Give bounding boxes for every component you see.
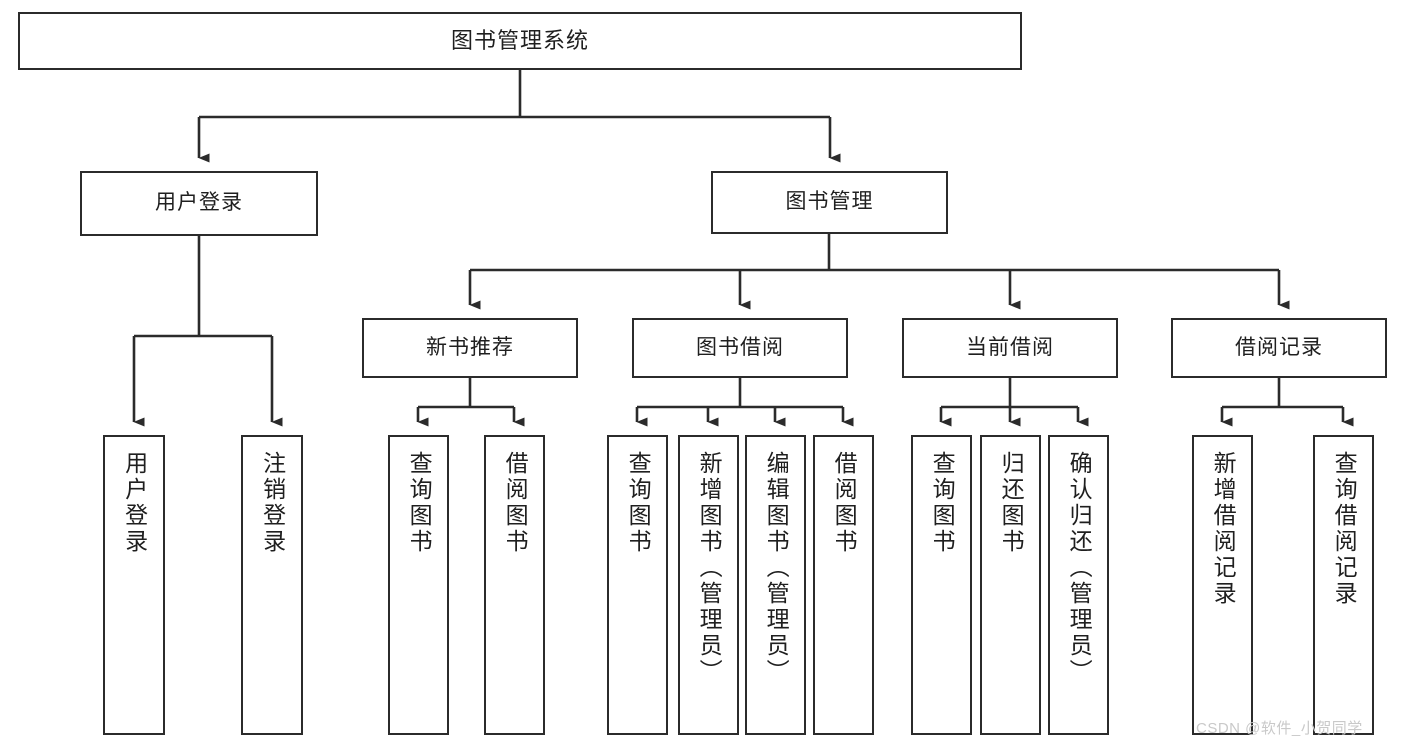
node-current-borrow[interactable]: 当前借阅 bbox=[902, 318, 1118, 378]
node-leaf-user-logout-label: 注销登录 bbox=[259, 451, 286, 555]
node-leaf-confirm-return-label: 确认归还（管理员） bbox=[1066, 451, 1093, 685]
node-leaf-add-book-label: 新增图书（管理员） bbox=[696, 451, 723, 685]
node-current-borrow-label: 当前借阅 bbox=[966, 335, 1054, 359]
node-leaf-borrow-book-1[interactable]: 借阅图书 bbox=[484, 435, 545, 735]
node-user-login[interactable]: 用户登录 bbox=[80, 171, 318, 236]
node-leaf-query-book-2-label: 查询图书 bbox=[625, 451, 652, 555]
node-leaf-return-book-label: 归还图书 bbox=[998, 451, 1025, 555]
node-leaf-borrow-book-1-label: 借阅图书 bbox=[502, 451, 529, 555]
node-book-borrow[interactable]: 图书借阅 bbox=[632, 318, 848, 378]
csdn-watermark: CSDN @软件_小贺同学 bbox=[1196, 720, 1363, 737]
node-leaf-edit-book[interactable]: 编辑图书（管理员） bbox=[745, 435, 806, 735]
node-leaf-user-login[interactable]: 用户登录 bbox=[103, 435, 165, 735]
node-new-book-recommend[interactable]: 新书推荐 bbox=[362, 318, 578, 378]
node-leaf-borrow-book-2-label: 借阅图书 bbox=[831, 451, 858, 555]
node-leaf-query-record[interactable]: 查询借阅记录 bbox=[1313, 435, 1374, 735]
node-leaf-add-record[interactable]: 新增借阅记录 bbox=[1192, 435, 1253, 735]
node-leaf-edit-book-label: 编辑图书（管理员） bbox=[763, 451, 790, 685]
node-new-book-recommend-label: 新书推荐 bbox=[426, 335, 514, 359]
node-borrow-record-label: 借阅记录 bbox=[1235, 335, 1323, 359]
node-book-borrow-label: 图书借阅 bbox=[696, 335, 784, 359]
node-leaf-query-book-2[interactable]: 查询图书 bbox=[607, 435, 668, 735]
node-leaf-add-record-label: 新增借阅记录 bbox=[1210, 451, 1237, 607]
node-leaf-add-book[interactable]: 新增图书（管理员） bbox=[678, 435, 739, 735]
node-leaf-return-book[interactable]: 归还图书 bbox=[980, 435, 1041, 735]
node-leaf-borrow-book-2[interactable]: 借阅图书 bbox=[813, 435, 874, 735]
node-leaf-query-book-3[interactable]: 查询图书 bbox=[911, 435, 972, 735]
node-root-label: 图书管理系统 bbox=[450, 28, 589, 54]
node-leaf-query-book-1-label: 查询图书 bbox=[406, 451, 433, 555]
node-leaf-query-book-1[interactable]: 查询图书 bbox=[388, 435, 449, 735]
node-borrow-record[interactable]: 借阅记录 bbox=[1171, 318, 1387, 378]
node-leaf-query-record-label: 查询借阅记录 bbox=[1331, 451, 1358, 607]
node-leaf-user-logout[interactable]: 注销登录 bbox=[241, 435, 303, 735]
node-user-login-label: 用户登录 bbox=[155, 191, 243, 215]
node-root[interactable]: 图书管理系统 bbox=[18, 12, 1022, 70]
node-leaf-user-login-label: 用户登录 bbox=[121, 451, 148, 555]
node-book-management-label: 图书管理 bbox=[785, 190, 874, 214]
node-leaf-confirm-return[interactable]: 确认归还（管理员） bbox=[1048, 435, 1109, 735]
node-leaf-query-book-3-label: 查询图书 bbox=[929, 451, 956, 555]
node-book-management[interactable]: 图书管理 bbox=[711, 171, 948, 234]
